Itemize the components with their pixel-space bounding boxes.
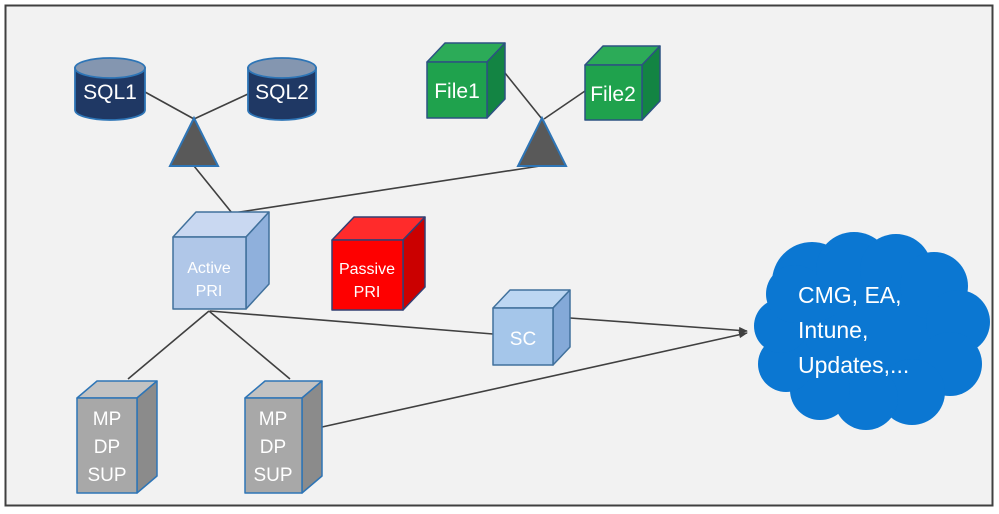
sql2-label: SQL2 bbox=[255, 81, 309, 104]
sql1-label: SQL1 bbox=[83, 81, 137, 104]
active-pri-cube: Active PRI bbox=[172, 211, 270, 310]
site-system-2-label-line3: SUP bbox=[253, 465, 292, 486]
connectors bbox=[127, 72, 748, 428]
sc-label: SC bbox=[510, 329, 536, 350]
file2-label: File2 bbox=[590, 83, 636, 106]
site-system-2-cube: MP DP SUP bbox=[244, 380, 323, 494]
active-pri-label-line2: PRI bbox=[196, 283, 223, 300]
connector-file-triangle-active-pri bbox=[232, 165, 541, 214]
cloud-shape: CMG, EA, Intune, Updates,... bbox=[754, 232, 990, 430]
connector-file2-triangle bbox=[543, 90, 586, 120]
connector-active-pri-sc bbox=[209, 310, 494, 335]
sc-cube: SC bbox=[492, 289, 571, 366]
connector-sql2-triangle bbox=[193, 93, 249, 120]
connector-file1-triangle bbox=[504, 72, 543, 120]
passive-pri-label-line1: Passive bbox=[339, 261, 395, 278]
cloud-label-line3: Updates,... bbox=[798, 352, 909, 378]
cloud-icon bbox=[754, 232, 990, 430]
sql-cluster-triangle-icon bbox=[168, 115, 220, 167]
connector-sql1-triangle bbox=[144, 91, 195, 120]
site-system-2-label-line2: DP bbox=[260, 437, 286, 458]
file1-label: File1 bbox=[434, 80, 480, 103]
active-pri-label-line1: Active bbox=[187, 260, 231, 277]
sql1-cylinder: SQL1 bbox=[74, 57, 146, 121]
cloud-label-line2: Intune, bbox=[798, 317, 868, 343]
connector-active-pri-site-system-2 bbox=[208, 310, 291, 380]
site-system-1-label-line2: DP bbox=[94, 437, 120, 458]
sql2-cylinder: SQL2 bbox=[247, 57, 317, 121]
connector-site-system-2-cloud-arrow bbox=[321, 331, 748, 428]
connector-sc-cloud-arrow bbox=[569, 317, 748, 334]
connector-active-pri-site-system-1 bbox=[127, 310, 210, 380]
site-system-1-cube: MP DP SUP bbox=[76, 380, 158, 494]
site-system-1-label-line3: SUP bbox=[87, 465, 126, 486]
connector-triangle-active-pri bbox=[193, 165, 233, 214]
site-system-1-label-line1: MP bbox=[93, 409, 122, 430]
passive-pri-label-line2: PRI bbox=[354, 284, 381, 301]
file2-cube: File2 bbox=[584, 45, 661, 121]
site-system-2-label-line1: MP bbox=[259, 409, 288, 430]
cloud-label-line1: CMG, EA, bbox=[798, 282, 902, 308]
file1-cube: File1 bbox=[426, 42, 506, 119]
passive-pri-cube: Passive PRI bbox=[331, 216, 426, 311]
file-cluster-triangle-icon bbox=[516, 115, 568, 167]
